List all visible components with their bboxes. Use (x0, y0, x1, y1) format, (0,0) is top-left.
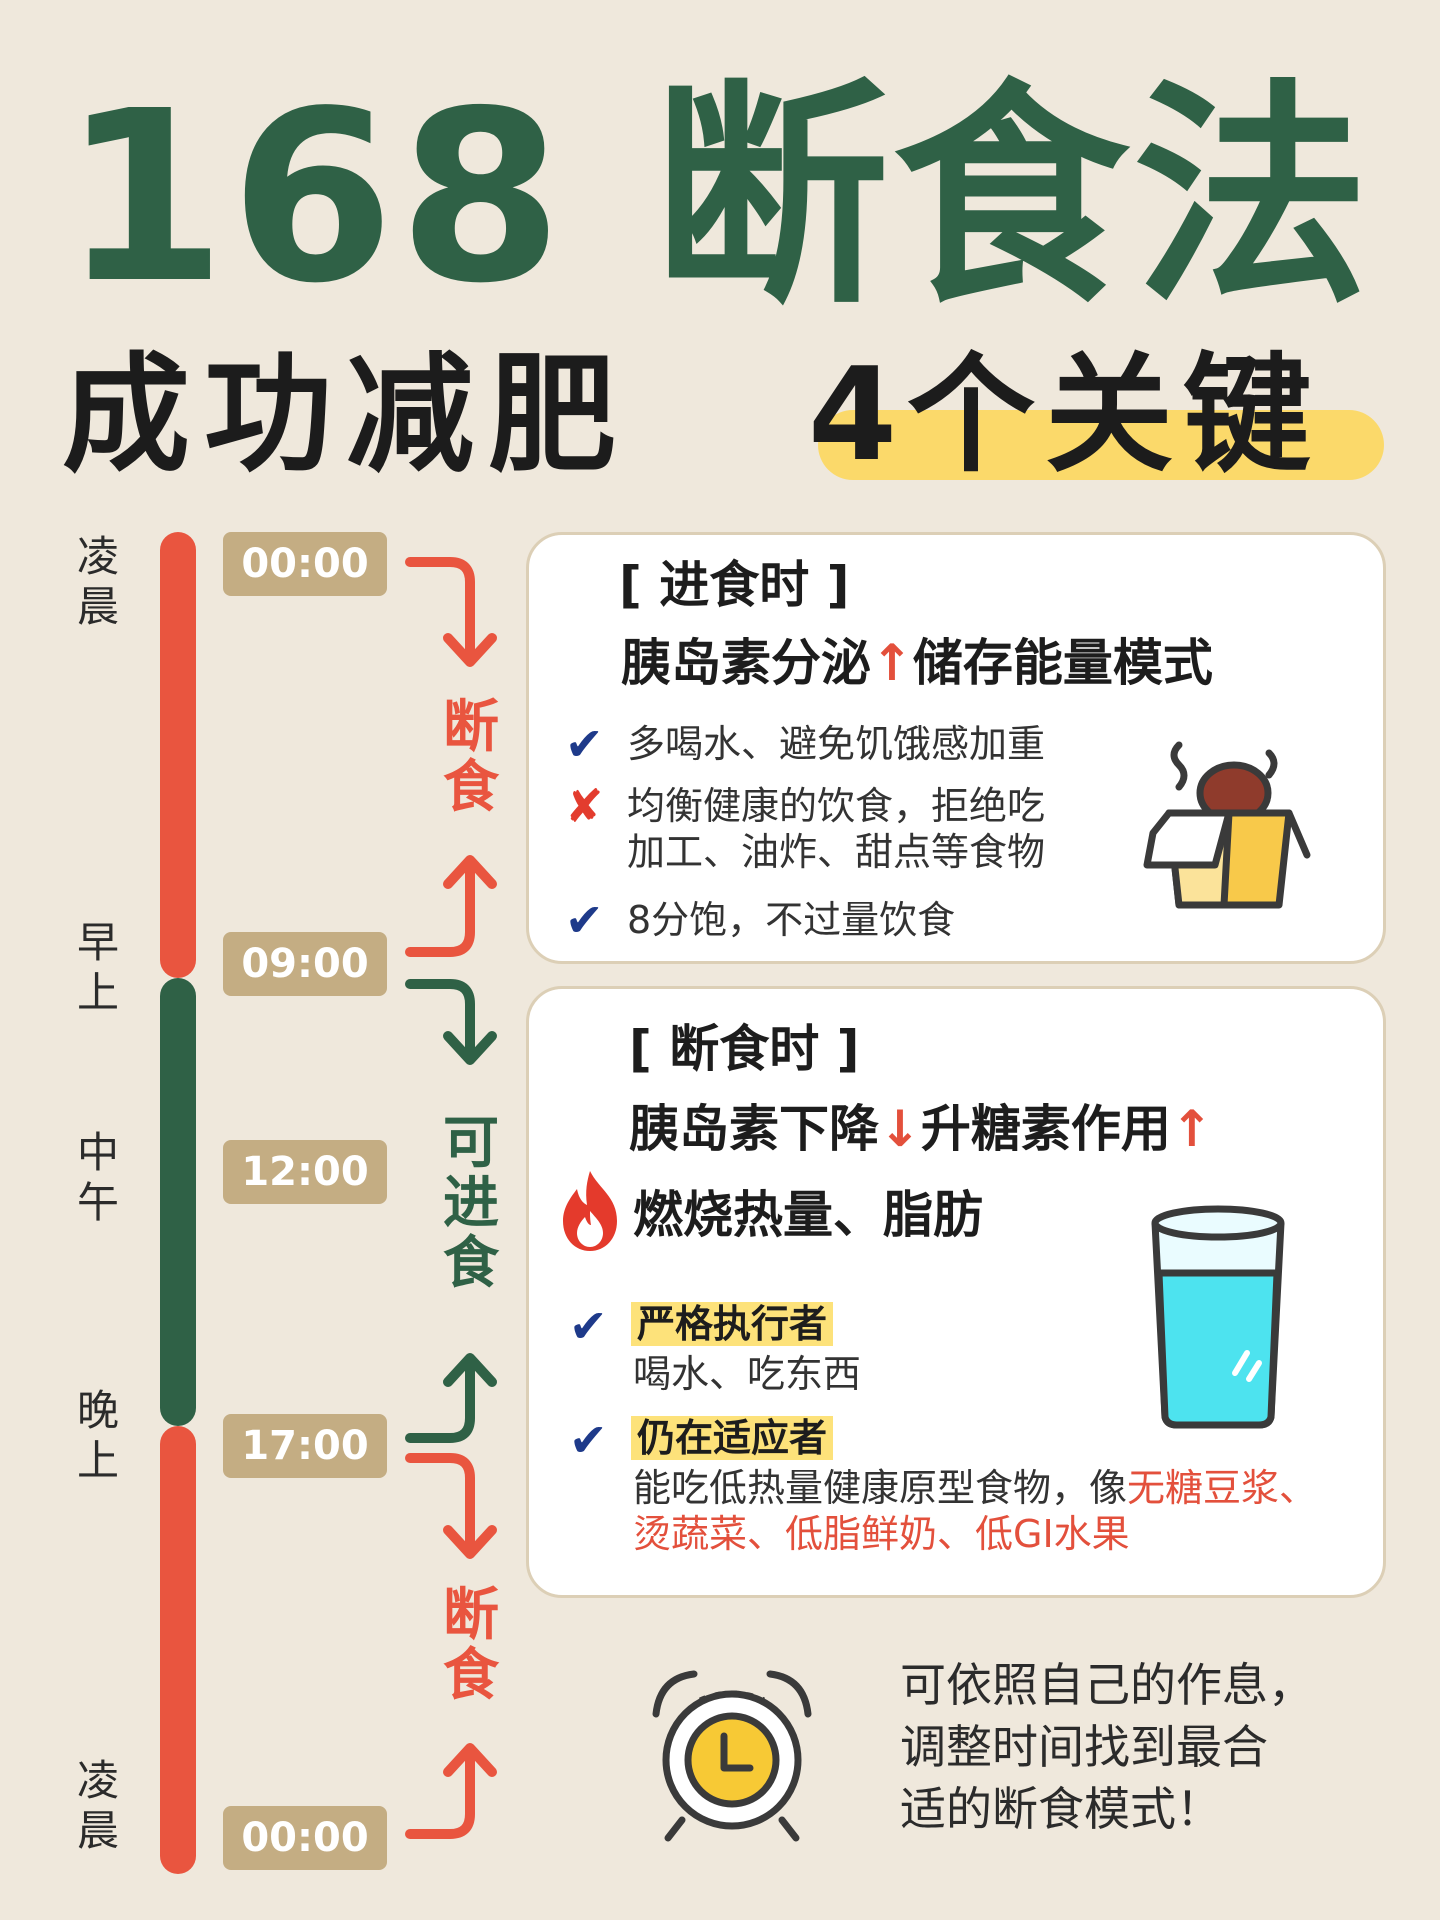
phase-fasting-top: 断 食 (443, 695, 499, 820)
arrow-down-icon (405, 1453, 475, 1555)
water-glass-icon (1151, 1205, 1285, 1429)
check-icon: ✔ (569, 1413, 608, 1467)
arrow-up-icon (405, 1745, 475, 1839)
eating-card-subheading-b: 储存能量模式 (912, 634, 1213, 692)
check-icon: ✔ (569, 1299, 608, 1353)
page-subtitle: 成功减肥 (62, 341, 631, 490)
side-label-morning: 早 上 (76, 918, 119, 1017)
footer-text: 可依照自己的作息， 调整时间找到最合 适的断食模式！ (900, 1658, 1314, 1836)
eating-item-3: 8分饱，不过量饮食 (627, 898, 956, 942)
adapting-text-plain: 能吃低热量健康原型食物，像 (633, 1466, 1128, 1510)
adapting-tag-row: 仍在适应者 (631, 1415, 834, 1461)
eating-card-subheading-a: 胰岛素分泌 (621, 634, 871, 692)
burn-text: 燃烧热量、脂肪 (633, 1186, 983, 1244)
strict-tag: 严格执行者 (631, 1302, 834, 1346)
eating-item-2: 均衡健康的饮食，拒绝吃 加工、油炸、甜点等食物 (627, 784, 1046, 874)
fire-icon (563, 1171, 617, 1251)
arrow-up-icon: ↑ (871, 634, 913, 692)
fasting-bar-bottom (160, 1426, 196, 1874)
time-chip-0900: 09:00 (223, 932, 387, 996)
time-chip-0000-end: 00:00 (223, 1806, 387, 1870)
check-icon: ✔ (565, 717, 604, 771)
adapting-tag: 仍在适应者 (631, 1416, 834, 1460)
fasting-card-heading: [ 断食时 ] (629, 1020, 860, 1078)
fasting-card: [ 断食时 ] 胰岛素下降↓升糖素作用↑ 燃烧热量、脂肪 ✔ 严格执行者 喝水、… (526, 986, 1386, 1598)
time-chip-1700: 17:00 (223, 1414, 387, 1478)
fasting-card-subheading: 胰岛素下降↓升糖素作用↑ (629, 1099, 1213, 1159)
arrow-down-icon (405, 557, 475, 663)
takeout-box-icon (1143, 741, 1311, 909)
fasting-card-subheading-b: 升糖素作用 (920, 1100, 1171, 1158)
eating-card-subheading: 胰岛素分泌↑储存能量模式 (621, 633, 1213, 693)
arrow-up-icon (405, 1355, 475, 1443)
side-label-late-night: 凌 晨 (76, 1756, 119, 1855)
strict-text: 喝水、吃东西 (633, 1352, 862, 1396)
phase-eating: 可 进 食 (443, 1111, 499, 1296)
phase-fasting-bottom: 断 食 (443, 1583, 499, 1708)
eating-bar (160, 978, 196, 1426)
timeline-arrows (405, 557, 497, 1839)
side-label-noon: 中 午 (76, 1128, 119, 1227)
arrow-down-icon (405, 979, 475, 1061)
highlight-bar (818, 410, 1384, 480)
strict-tag-row: 严格执行者 (631, 1301, 834, 1347)
eating-card-heading: [ 进食时 ] (619, 556, 850, 614)
arrow-up-icon: ↑ (1170, 1100, 1213, 1158)
adapting-text-red-2: 浆、烫蔬菜、低脂鲜奶、低GI水果 (633, 1466, 1318, 1556)
cross-icon: ✘ (565, 779, 604, 833)
eating-card: [ 进食时 ] 胰岛素分泌↑储存能量模式 ✔ 多喝水、避免饥饿感加重 ✘ 均衡健… (526, 532, 1386, 964)
adapting-text: 能吃低热量健康原型食物，像无糖豆浆、烫蔬菜、低脂鲜奶、低GI水果 (633, 1465, 1333, 1557)
side-label-early-morning: 凌 晨 (76, 532, 119, 631)
adapting-text-red-1: 无糖豆 (1127, 1466, 1242, 1510)
time-chip-1200: 12:00 (223, 1140, 387, 1204)
arrow-down-icon: ↓ (879, 1100, 921, 1158)
arrow-up-icon (405, 857, 475, 957)
check-icon: ✔ (565, 893, 604, 947)
time-chip-0000: 00:00 (223, 532, 387, 596)
alarm-clock-icon (652, 1670, 812, 1842)
fasting-card-subheading-a: 胰岛素下降 (629, 1100, 879, 1158)
fasting-bar-top (160, 532, 196, 978)
side-label-evening: 晚 上 (76, 1386, 119, 1485)
eating-item-1: 多喝水、避免饥饿感加重 (627, 722, 1046, 766)
page-title: 168 断食法 (62, 60, 1373, 335)
page-subtitle-highlight: 4个关键 (808, 341, 1322, 490)
